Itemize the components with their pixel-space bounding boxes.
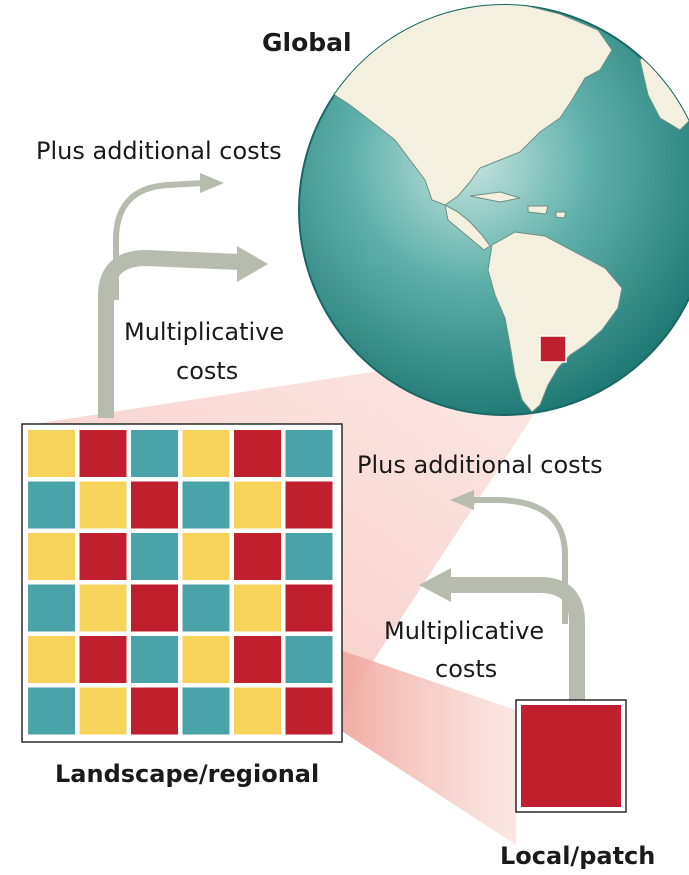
globe (298, 4, 689, 416)
grid-cell-yellow (234, 584, 281, 632)
arrows-landscape-to-global (98, 173, 268, 418)
landscape-grid (21, 423, 343, 743)
grid-cell-red (79, 533, 127, 580)
grid-cell-teal (285, 430, 333, 477)
grid-cell-teal (28, 584, 75, 632)
additional-costs-arrowhead-left (450, 490, 474, 510)
grid-cell-red (234, 533, 281, 580)
grid-cell-yellow (182, 533, 230, 580)
grid-cell-teal (28, 687, 75, 735)
grid-cell-yellow (182, 636, 230, 683)
label-multiplicative-costs-top-line1: Multiplicative (124, 318, 285, 346)
grid-cell-red (131, 584, 178, 632)
grid-cell-red (285, 687, 333, 735)
south-america-shape (487, 231, 623, 413)
label-plus-additional-costs-top: Plus additional costs (36, 137, 282, 165)
grid-cell-yellow (28, 430, 75, 477)
central-america-shape (444, 204, 491, 251)
label-multiplicative-costs-right-line2: costs (435, 655, 498, 683)
grid-cell-red (79, 636, 127, 683)
grid-cell-yellow (79, 584, 127, 632)
grid-cell-red (131, 481, 178, 529)
label-multiplicative-costs-top-line2: costs (176, 357, 239, 385)
local-patch (515, 699, 627, 813)
grid-cell-teal (285, 533, 333, 580)
additional-costs-arrowhead-up (200, 173, 224, 193)
local-patch-cell (521, 705, 621, 807)
grid-cell-teal (131, 533, 178, 580)
grid-cell-teal (182, 687, 230, 735)
grid-cell-yellow (28, 636, 75, 683)
zoom-funnel-local-to-landscape (340, 650, 516, 845)
label-multiplicative-costs-right-line1: Multiplicative (384, 617, 545, 645)
additional-costs-arrow-left (470, 497, 568, 624)
label-global: Global (262, 28, 352, 57)
label-local-patch: Local/patch (500, 842, 656, 870)
grid-cell-teal (182, 584, 230, 632)
grid-cell-red (79, 430, 127, 477)
grid-cell-red (234, 636, 281, 683)
grid-cell-teal (182, 481, 230, 529)
grid-cell-teal (131, 636, 178, 683)
multiplicative-costs-arrowhead-left (419, 568, 451, 602)
multiplicative-costs-arrowhead-up (237, 246, 268, 282)
grid-cell-red (285, 481, 333, 529)
grid-cell-yellow (182, 430, 230, 477)
grid-cell-red (131, 687, 178, 735)
grid-cell-teal (131, 430, 178, 477)
grid-cell-red (285, 584, 333, 632)
additional-costs-arrow-up (113, 180, 205, 300)
grid-cell-yellow (234, 481, 281, 529)
caribbean-islands (469, 191, 567, 219)
grid-cell-yellow (234, 687, 281, 735)
grid-cell-teal (285, 636, 333, 683)
grid-cell-yellow (28, 533, 75, 580)
label-landscape-regional: Landscape/regional (55, 760, 320, 788)
label-plus-additional-costs-right: Plus additional costs (357, 451, 603, 479)
arrows-local-to-landscape (419, 490, 585, 700)
grid-cell-yellow (79, 687, 127, 735)
grid-cell-teal (28, 481, 75, 529)
globe-location-marker (539, 335, 567, 363)
grid-cell-red (234, 430, 281, 477)
grid-cell-yellow (79, 481, 127, 529)
north-america-shape (304, 5, 613, 206)
